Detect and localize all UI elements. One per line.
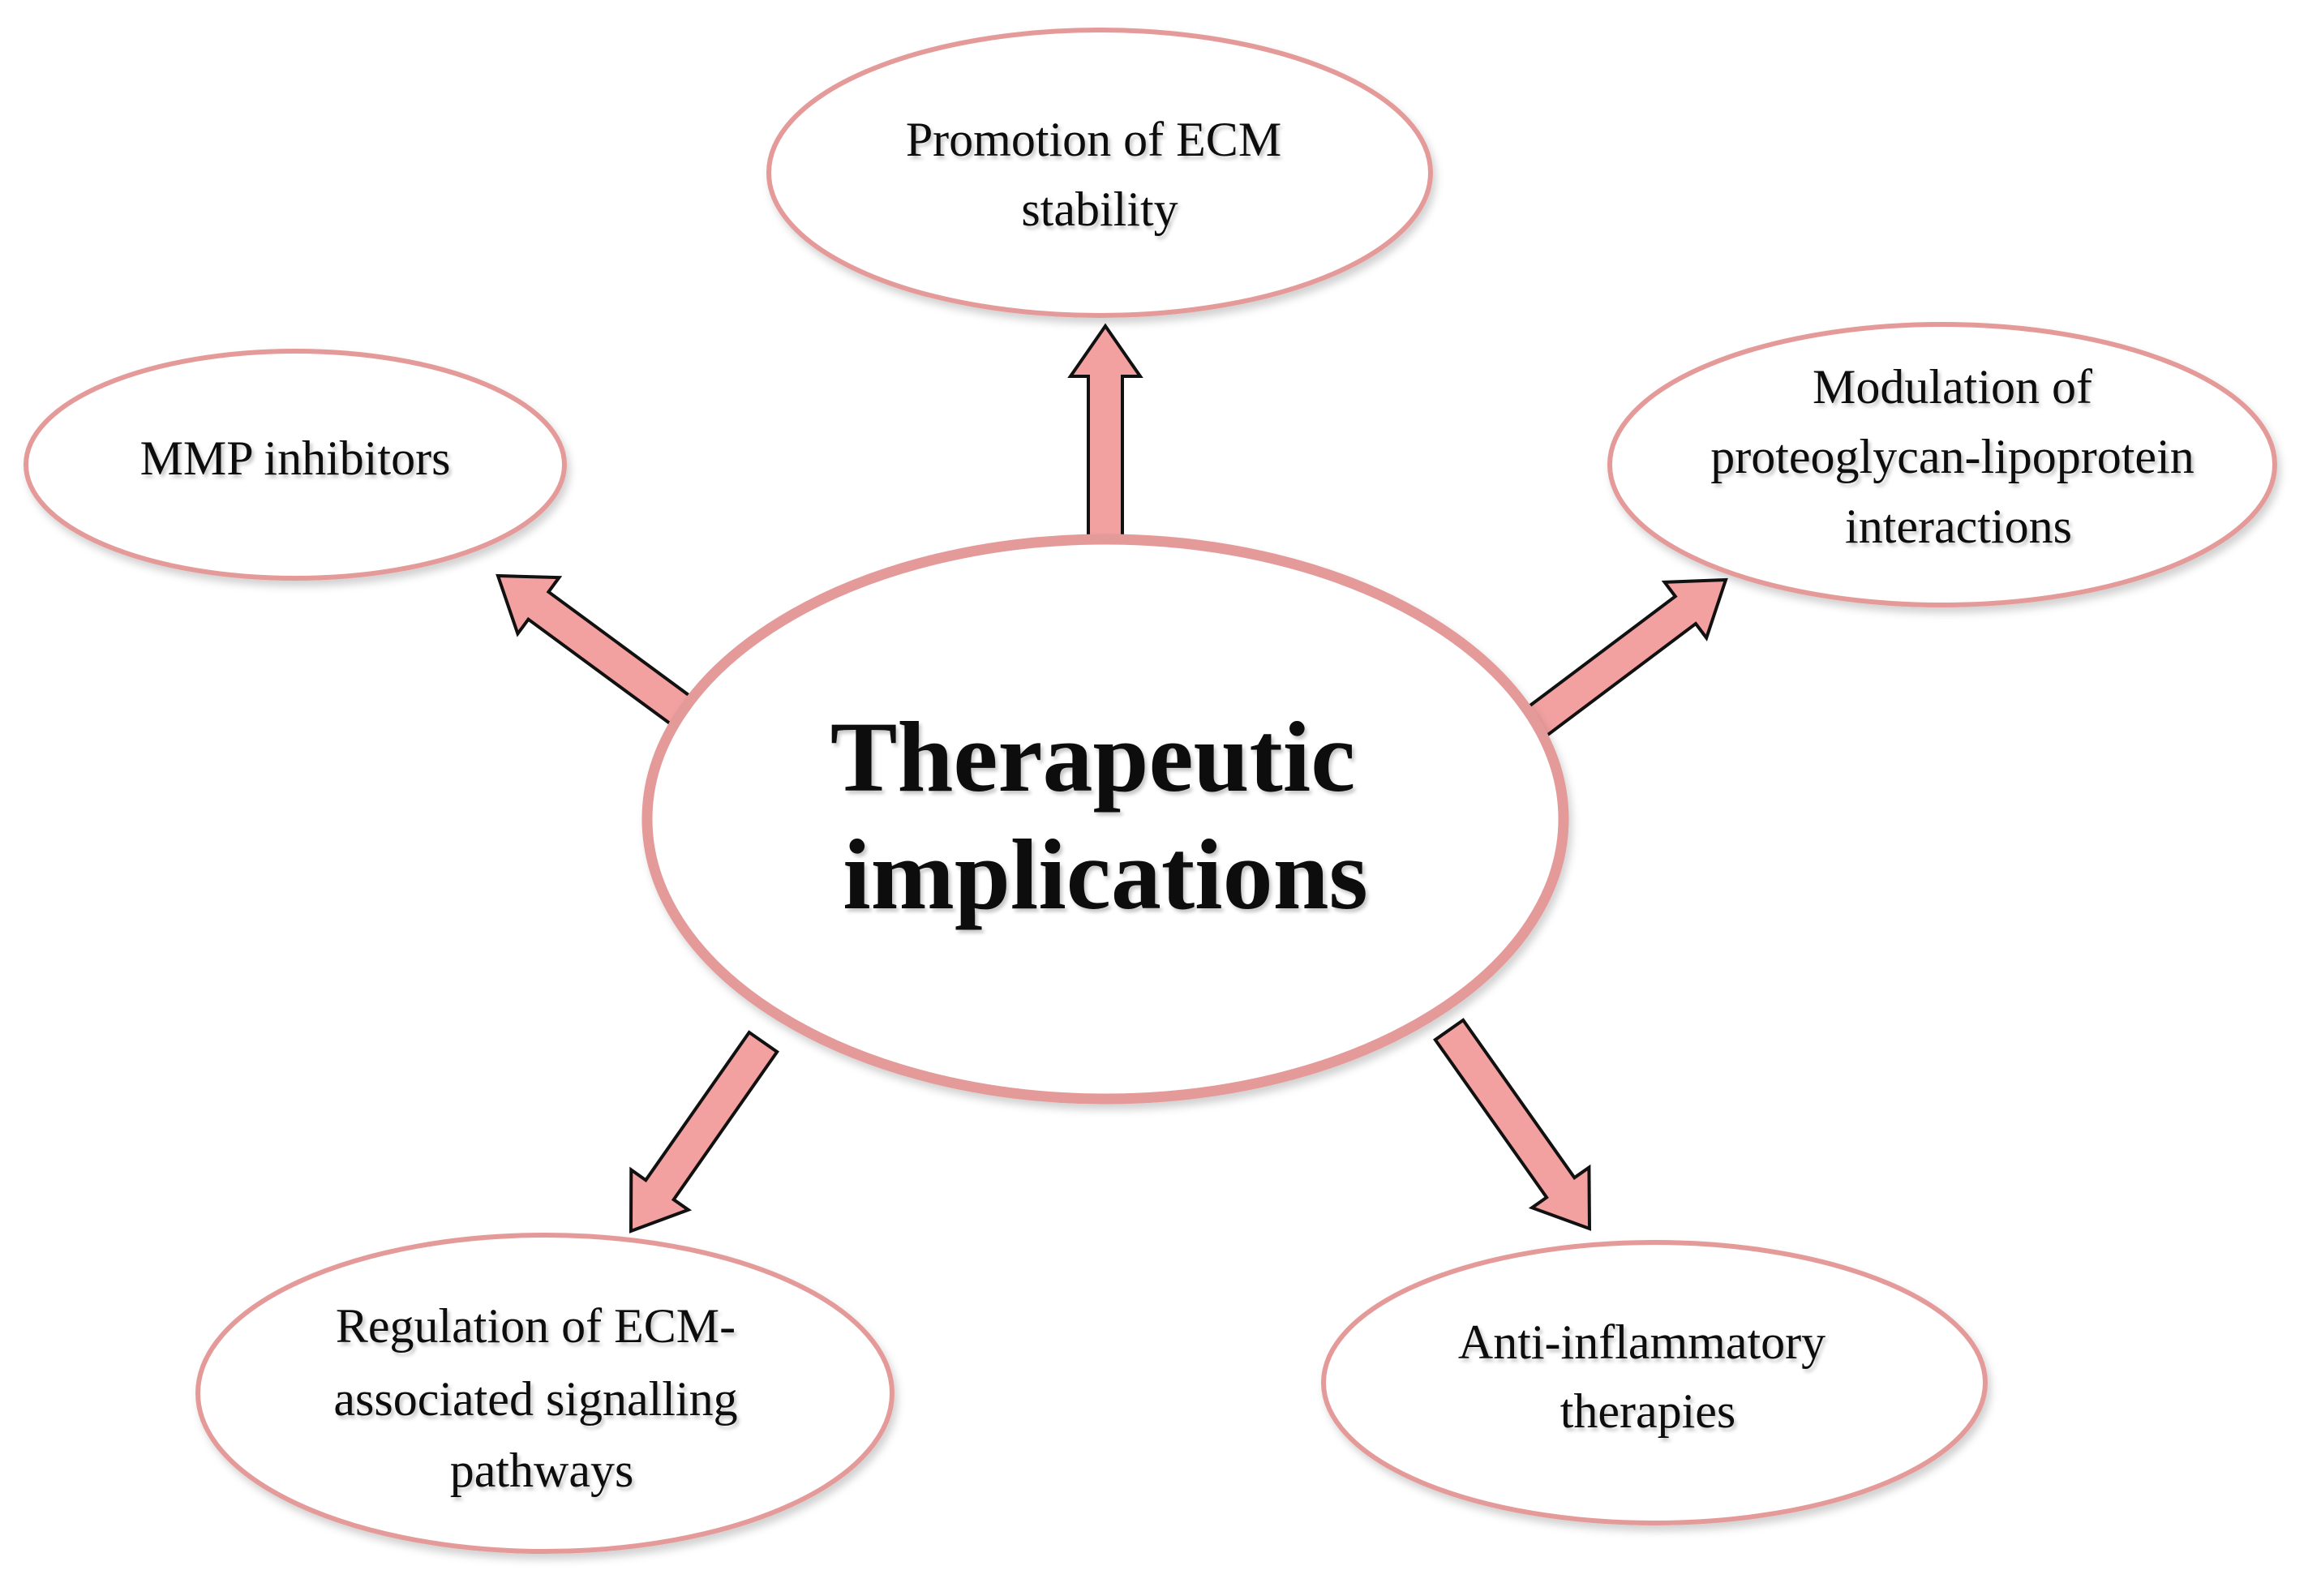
node-proteoglycan-lipoprotein-line-3: interactions: [1845, 500, 2072, 553]
node-mmp-inhibitors-line-1: MMP inhibitors: [140, 431, 451, 485]
node-proteoglycan-lipoprotein-line-2: proteoglycan-lipoprotein: [1710, 430, 2194, 483]
node-ecm-signalling: Regulation of ECM- associated signalling…: [195, 1233, 895, 1554]
node-ecm-signalling-label: Regulation of ECM- associated signalling…: [333, 1299, 749, 1497]
center-title-line-1: Therapeutic: [830, 701, 1356, 813]
node-proteoglycan-lipoprotein-line-1: Modulation of: [1813, 360, 2092, 414]
node-ecm-signalling-line-3: pathways: [450, 1444, 634, 1497]
center-node: Therapeutic implications: [641, 534, 1569, 1105]
node-ecm-stability-ellipse: [766, 28, 1433, 318]
node-anti-inflammatory-label: Anti-inflammatory therapies: [1458, 1315, 1838, 1438]
arrow-to-ecm-signalling: [629, 1030, 779, 1233]
node-ecm-signalling-ellipse: [195, 1233, 895, 1554]
node-ecm-stability-line-1: Promotion of ECM: [906, 113, 1281, 166]
center-ellipse: [641, 534, 1569, 1105]
arrow-group: [496, 323, 1728, 1233]
node-ecm-stability: Promotion of ECM stability: [766, 28, 1433, 318]
node-anti-inflammatory-line-1: Anti-inflammatory: [1458, 1315, 1825, 1369]
node-ecm-stability-line-2: stability: [1021, 182, 1178, 236]
arrow-to-proteoglycan-lipoprotein: [1524, 577, 1728, 738]
node-proteoglycan-lipoprotein: Modulation of proteoglycan-lipoprotein i…: [1607, 322, 2277, 607]
node-anti-inflammatory: Anti-inflammatory therapies: [1321, 1240, 1988, 1525]
node-anti-inflammatory-ellipse: [1321, 1240, 1988, 1525]
arrow-to-anti-inflammatory: [1433, 1018, 1592, 1231]
node-anti-inflammatory-line-2: therapies: [1560, 1384, 1736, 1438]
node-mmp-inhibitors: MMP inhibitors: [24, 349, 567, 581]
arrow-to-ecm-stability: [1067, 323, 1143, 538]
center-title: Therapeutic implications: [830, 701, 1381, 930]
node-mmp-inhibitors-ellipse: [24, 349, 567, 581]
node-ecm-stability-label: Promotion of ECM stability: [906, 113, 1293, 236]
node-ecm-signalling-line-2: associated signalling: [333, 1372, 737, 1426]
node-proteoglycan-lipoprotein-ellipse: [1607, 322, 2277, 607]
node-proteoglycan-lipoprotein-label: Modulation of proteoglycan-lipoprotein i…: [1710, 360, 2206, 553]
node-ecm-signalling-line-1: Regulation of ECM-: [336, 1299, 736, 1353]
center-title-line-2: implications: [843, 819, 1368, 930]
arrow-to-mmp-inhibitors: [496, 573, 698, 730]
node-mmp-inhibitors-label: MMP inhibitors: [140, 431, 451, 485]
